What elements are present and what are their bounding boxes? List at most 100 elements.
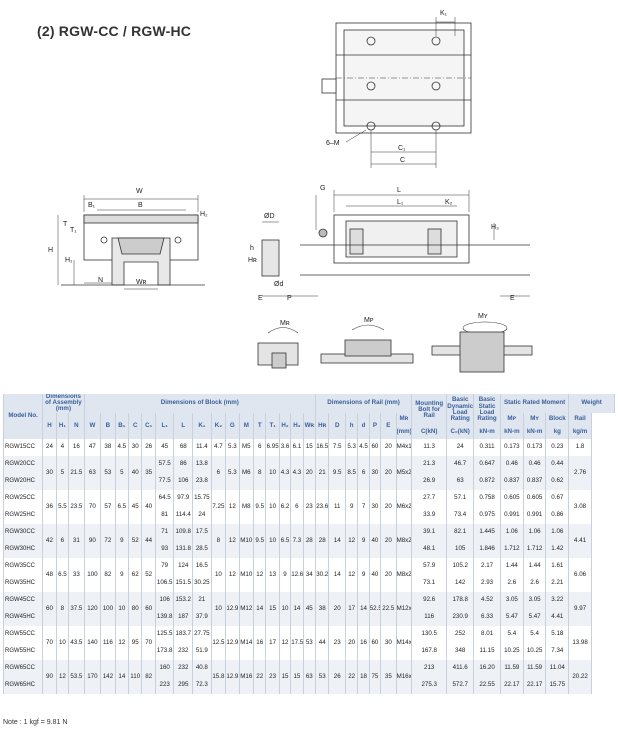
cell-mp: 2.6: [499, 574, 524, 592]
cell-n: 31: [68, 523, 85, 558]
col-h2: H₂: [278, 412, 292, 439]
cell-m: M10: [238, 523, 255, 558]
col-k2: K₂: [210, 412, 227, 439]
cell-my: 0.46: [522, 455, 547, 473]
cell-k1: 30.25: [192, 574, 212, 592]
cell-cdyn: 57.9: [411, 557, 448, 575]
cell-k2: 8: [210, 523, 227, 558]
cell-mr: 16.20: [473, 659, 501, 677]
cell-hh: 22: [344, 659, 359, 694]
cell-k1: 51.9: [192, 642, 212, 660]
cell-e: 35: [380, 659, 397, 694]
cell-l: 97.9: [173, 489, 194, 507]
cell-h3: 12.6: [290, 557, 304, 592]
cell-c0: 82.1: [446, 523, 475, 541]
cell-k1: 17.5: [192, 523, 212, 541]
cell-cdyn: 26.9: [411, 472, 448, 490]
cell-cdyn: 130.5: [411, 625, 448, 643]
cell-blk: 0.67: [545, 489, 570, 507]
col-rail: Rail: [568, 412, 592, 426]
cell-c1: 44: [141, 523, 156, 558]
cell-g: 12.9: [225, 659, 240, 694]
cell-mr: 1.846: [473, 540, 501, 558]
cell-mp: 11.59: [499, 659, 524, 677]
cell-p: 60: [368, 438, 382, 456]
cell-h: 42: [42, 523, 57, 558]
cell-cdyn: 48.1: [411, 540, 448, 558]
cell-wr: 53: [302, 625, 317, 660]
cell-cdyn: 27.7: [411, 489, 448, 507]
cell-blk: 3.22: [545, 591, 570, 609]
col-e: E: [380, 412, 397, 439]
cell-l1: 93: [154, 540, 175, 558]
col-dim-assembly: Dimensions of Assembly (mm): [42, 394, 85, 413]
cell-l1: 125.5: [154, 625, 175, 643]
cell-blk: 7.34: [545, 642, 570, 660]
cell-w: 47: [83, 438, 102, 456]
cell-my: 11.59: [522, 659, 547, 677]
cell-blk: 15.75: [545, 676, 570, 694]
cell-my: 5.47: [522, 608, 547, 626]
col-h1: H₁: [55, 412, 70, 439]
cell-t: 14: [252, 591, 267, 626]
col-wr: Wʀ: [302, 412, 317, 439]
cell-k2: 10: [210, 591, 227, 626]
cell-hr: 44: [314, 625, 330, 660]
cell-e: 20: [380, 455, 397, 490]
cell-mp: 1.712: [499, 540, 524, 558]
cell-c1: 70: [141, 625, 156, 660]
col-b: B: [100, 412, 116, 439]
cell-model: RGW35HC: [2, 574, 44, 592]
col-c-unit: C(kN): [411, 425, 448, 439]
cell-c: 62: [128, 557, 143, 592]
moment-my-drawing: [431, 321, 533, 373]
cell-t: 6: [252, 438, 267, 456]
cell-b1: 9: [114, 557, 130, 592]
cell-mp: 1.06: [499, 523, 524, 541]
cell-w: 140: [83, 625, 102, 660]
cell-p: 30: [368, 489, 382, 524]
cell-h1: 5.5: [55, 489, 70, 524]
cell-e: 20: [380, 438, 397, 456]
cell-t: 9.5: [252, 489, 267, 524]
cell-rail-kg: 3.08: [568, 489, 592, 524]
cell-w: 70: [83, 489, 102, 524]
cell-dd: 18: [357, 659, 370, 694]
col-t: T: [252, 412, 267, 439]
cell-c: 40: [128, 455, 143, 490]
col-block: Block: [545, 412, 570, 426]
cell-k2: 10: [210, 557, 227, 592]
cell-g: 12.9: [225, 591, 240, 626]
cell-model: RGW25HC: [2, 506, 44, 524]
cell-n: 23.5: [68, 489, 85, 524]
cell-rail-kg: 13.98: [568, 625, 592, 660]
cell-c1: 82: [141, 659, 156, 694]
cell-k2: 4.7: [210, 438, 227, 456]
cell-wr: 15: [302, 438, 317, 456]
cell-c0: 105.2: [446, 557, 475, 575]
col-mount-bolt: Mounting Bolt for Rail: [411, 394, 448, 426]
cell-blk: 0.62: [545, 472, 570, 490]
cell-d: 26: [328, 659, 346, 694]
cell-wr: 23: [302, 489, 317, 524]
cell-mr: 0.872: [473, 472, 501, 490]
cell-l1: 173.8: [154, 642, 175, 660]
moment-mp-drawing: [320, 324, 414, 364]
cell-c0: 178.8: [446, 591, 475, 609]
label-my: Mʏ: [478, 313, 488, 320]
cell-c0: 348: [446, 642, 475, 660]
cell-m: M12: [238, 591, 255, 626]
cell-t: 22: [252, 659, 267, 694]
cell-b: 57: [100, 489, 116, 524]
cell-k2: 6: [210, 455, 227, 490]
cell-h2: 10: [278, 591, 292, 626]
cell-h3: 6.1: [290, 438, 304, 456]
cell-l: 124: [173, 557, 194, 575]
cell-dd: 9: [357, 523, 370, 558]
label-c: C: [400, 157, 405, 164]
cell-model: RGW30HC: [2, 540, 44, 558]
cell-my: 1.44: [522, 557, 547, 575]
